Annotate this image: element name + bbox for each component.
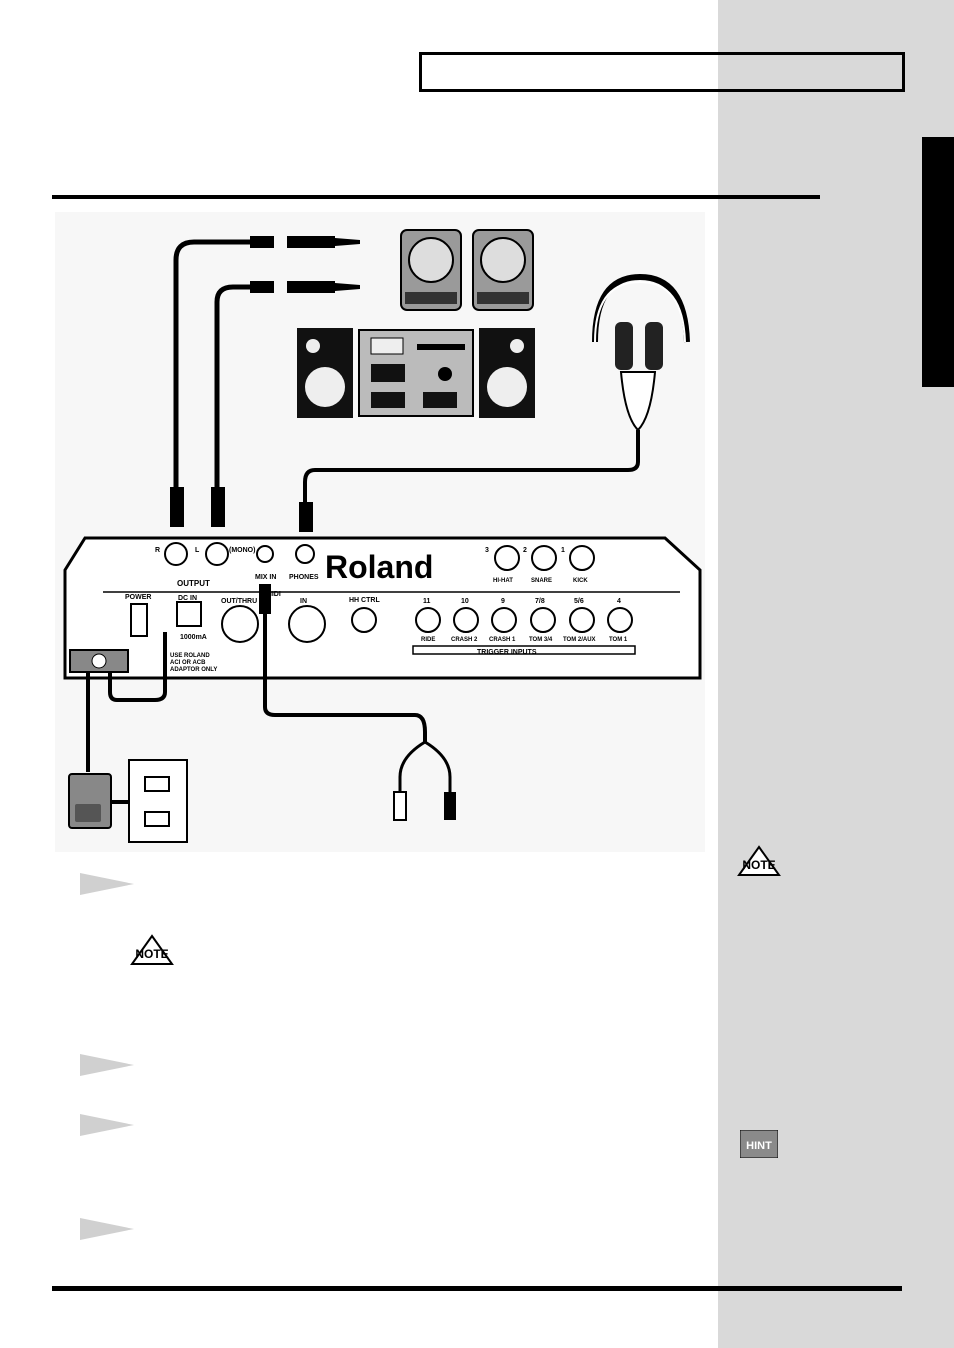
hh-ctrl-label: HH CTRL — [349, 597, 380, 604]
jack-r-label: R — [155, 547, 160, 554]
bottom-jack-num: 10 — [461, 598, 469, 605]
bottom-jack-num: 5/6 — [574, 598, 584, 605]
midi-label: MIDI — [266, 591, 281, 598]
note-icon: NOTE — [737, 845, 781, 876]
roland-logo: Roland — [325, 549, 433, 585]
phones-label: PHONES — [289, 574, 319, 581]
step-1-arrow — [80, 873, 134, 895]
trigger-inputs-label: TRIGGER INPUTS — [477, 649, 537, 656]
mono-label: (MONO) — [229, 547, 255, 554]
bottom-jack-name: CRASH 2 — [451, 637, 478, 643]
bottom-jack-name: TOM 3/4 — [529, 637, 553, 643]
bottom-jack-num: 11 — [423, 598, 431, 605]
dc-in-label: DC IN — [178, 595, 197, 602]
adaptor-note-1: USE ROLAND — [170, 653, 210, 659]
step-3-arrow — [80, 1114, 134, 1136]
power-label: POWER — [125, 594, 151, 601]
out-thru-label: OUT/THRU — [221, 598, 257, 605]
note-icon-text: NOTE — [135, 947, 168, 961]
footer-rule — [52, 1286, 902, 1291]
output-plugs — [170, 236, 360, 527]
right-margin-sidebar — [718, 0, 954, 1348]
top-jack-name: SNARE — [531, 578, 552, 584]
headphones — [299, 273, 690, 532]
top-jack-num: 1 — [561, 547, 565, 554]
adaptor-note-3: ADAPTOR ONLY — [170, 667, 217, 673]
rating-label: 1000mA — [180, 634, 207, 641]
bottom-jack-name: RIDE — [421, 637, 435, 643]
chapter-tab — [922, 137, 954, 387]
bottom-jack-name: TOM 2/AUX — [563, 637, 596, 643]
top-jack-name: KICK — [573, 578, 588, 584]
stereo-system — [297, 328, 535, 418]
bottom-jack-num: 7/8 — [535, 598, 545, 605]
top-jack-name: HI-HAT — [493, 578, 513, 584]
mix-in-cable — [259, 584, 456, 821]
step-4-arrow — [80, 1218, 134, 1240]
note-icon-text: NOTE — [742, 858, 775, 872]
mix-in-label: MIX IN — [255, 574, 276, 581]
bottom-jack-num: 4 — [617, 598, 621, 605]
section-rule-top — [52, 195, 820, 199]
main-unit — [63, 536, 702, 680]
in-label: IN — [300, 598, 307, 605]
step-2-arrow — [80, 1054, 134, 1076]
hint-icon-text: HINT — [746, 1140, 772, 1152]
jack-l-label: L — [195, 547, 200, 554]
top-jack-num: 3 — [485, 547, 489, 554]
chapter-header-box — [419, 52, 905, 92]
diagram-svg: R L (MONO) OUTPUT MIX IN PHONES POWER DC… — [63, 229, 702, 843]
monitor-speakers — [400, 229, 534, 311]
note-icon: NOTE — [130, 934, 174, 965]
connection-diagram: R L (MONO) OUTPUT MIX IN PHONES POWER DC… — [55, 212, 705, 852]
power-adaptor — [68, 632, 188, 843]
bottom-jack-num: 9 — [501, 598, 505, 605]
top-jack-num: 2 — [523, 547, 527, 554]
bottom-jack-name: TOM 1 — [609, 637, 628, 643]
jack-sockets — [164, 542, 633, 643]
output-cables — [173, 239, 250, 502]
bottom-jack-name: CRASH 1 — [489, 637, 516, 643]
output-label: OUTPUT — [177, 579, 210, 588]
hint-icon: HINT — [740, 1130, 778, 1158]
adaptor-note-2: ACI OR ACB — [170, 660, 206, 666]
